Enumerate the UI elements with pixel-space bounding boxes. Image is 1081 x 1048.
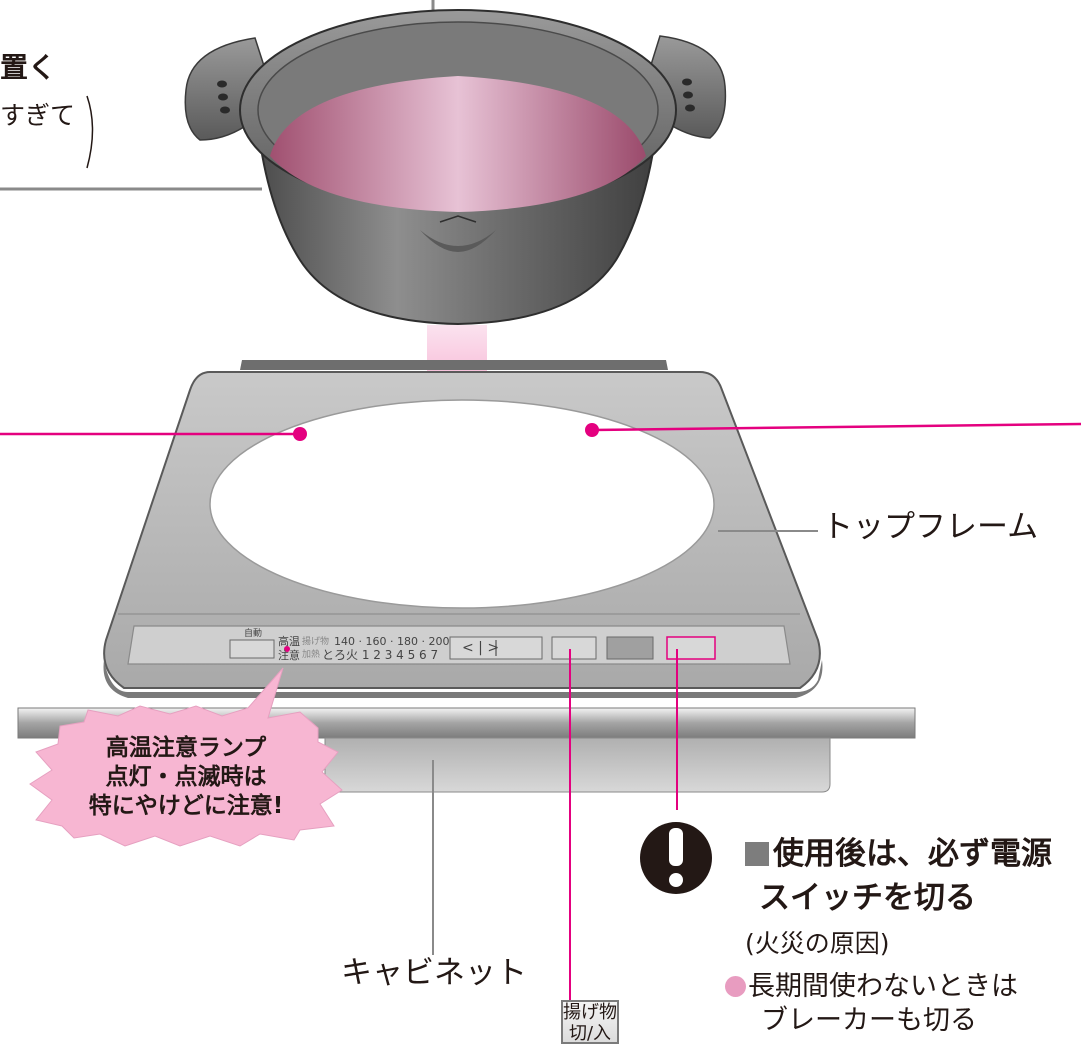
panel-levels: とろ火 1 2 3 4 5 6 7 (322, 648, 439, 662)
caution-starburst (29, 667, 343, 847)
fry-label-line2: 切/入 (568, 1023, 612, 1044)
warning-line1: 使用後は、必ず電源 (773, 836, 1052, 872)
warning-block: 使用後は、必ず電源 スイッチを切る (火災の原因) 長期間使わないときは ブレー… (725, 828, 1052, 1037)
callout-line1: 高温注意ランプ (105, 735, 267, 761)
panel-auto-label: 自動 (244, 629, 263, 639)
caution-callout-text: 高温注意ランプ 点灯・点滅時は 特にやけどに注意! (40, 734, 332, 822)
fry-button-label: 揚げ物 切/入 (561, 1000, 619, 1044)
fry-label-line1: 揚げ物 (563, 1002, 617, 1023)
panel-caution-label: 注意 (278, 649, 300, 662)
top-frame-label: トップフレーム (822, 509, 1039, 545)
high-temp-lamp (284, 646, 290, 652)
panel-fry-label: 揚げ物 (302, 637, 330, 647)
panel-high-label: 高温 (278, 635, 300, 648)
panel-heat-label: 加熱 (302, 650, 321, 660)
warning-bullet2: ブレーカーも切る (761, 1005, 977, 1036)
heating-zone (209, 399, 715, 609)
exclamation-icon (640, 822, 712, 894)
power-switch (666, 636, 716, 660)
panel-button (606, 636, 654, 660)
warning-line2: スイッチを切る (759, 880, 976, 916)
auto-button (229, 639, 275, 659)
callout-line2: 点灯・点滅時は (105, 764, 267, 791)
cabinet-body (324, 737, 831, 793)
panel-arrows: < | > (462, 640, 500, 656)
warning-bullet1: 長期間使わないときは (748, 971, 1018, 1002)
pink-bullet-icon (725, 976, 746, 997)
warning-note: (火災の原因) (745, 929, 890, 958)
callout-line3: 特にやけどに注意! (88, 793, 284, 820)
fry-button (551, 636, 597, 660)
panel-temps: 140 · 160 · 180 · 200 (334, 635, 450, 648)
leader-right (591, 422, 1081, 432)
gray-square-icon (745, 842, 769, 866)
pot-contents (270, 76, 646, 212)
cabinet-label: キャビネット (341, 955, 527, 991)
top-text-line1: 置く (0, 51, 57, 84)
top-text-line2: すぎて (0, 101, 76, 130)
